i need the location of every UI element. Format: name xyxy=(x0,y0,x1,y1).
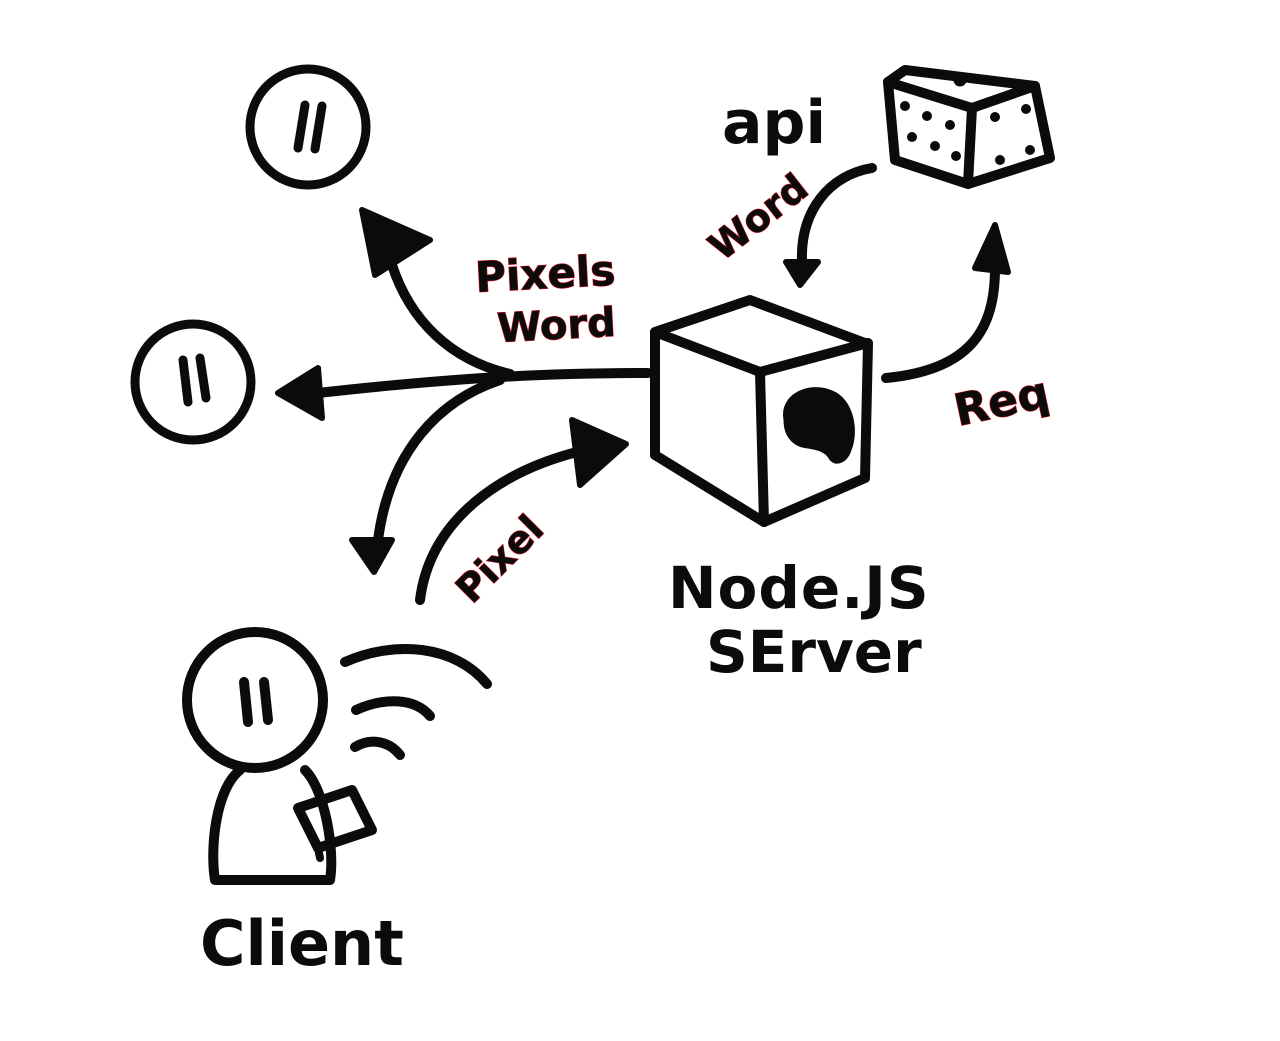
brain-icon xyxy=(783,387,855,464)
client-to-server-arrow xyxy=(415,417,629,605)
wifi-signal-icon xyxy=(340,644,492,760)
label-pixel: Pixel xyxy=(447,507,552,612)
arrow-left-head xyxy=(275,365,325,421)
client-figure xyxy=(182,627,492,885)
label-word-top: Word xyxy=(496,300,617,352)
label-pixels: Pixels xyxy=(474,246,617,302)
client-body xyxy=(208,765,337,885)
arrow-up-head xyxy=(359,207,433,278)
dice-icon xyxy=(883,65,1055,189)
label-client: Client xyxy=(200,907,404,980)
arrow-down-head xyxy=(349,537,395,575)
server-to-api-arrow xyxy=(881,222,1011,383)
label-req: Req xyxy=(950,367,1054,437)
label-node-js: Node.JS xyxy=(668,554,930,622)
broadcast-arrows xyxy=(275,207,653,575)
user-face-icon-top xyxy=(245,64,371,190)
user-face-icon-middle xyxy=(130,319,256,445)
user-face-icon-client xyxy=(182,627,328,773)
server-cube-icon xyxy=(650,295,873,527)
label-api: api xyxy=(722,88,826,158)
label-server: SErver xyxy=(706,618,922,686)
phone-icon xyxy=(293,785,377,862)
api-to-server-arrow xyxy=(783,163,877,288)
